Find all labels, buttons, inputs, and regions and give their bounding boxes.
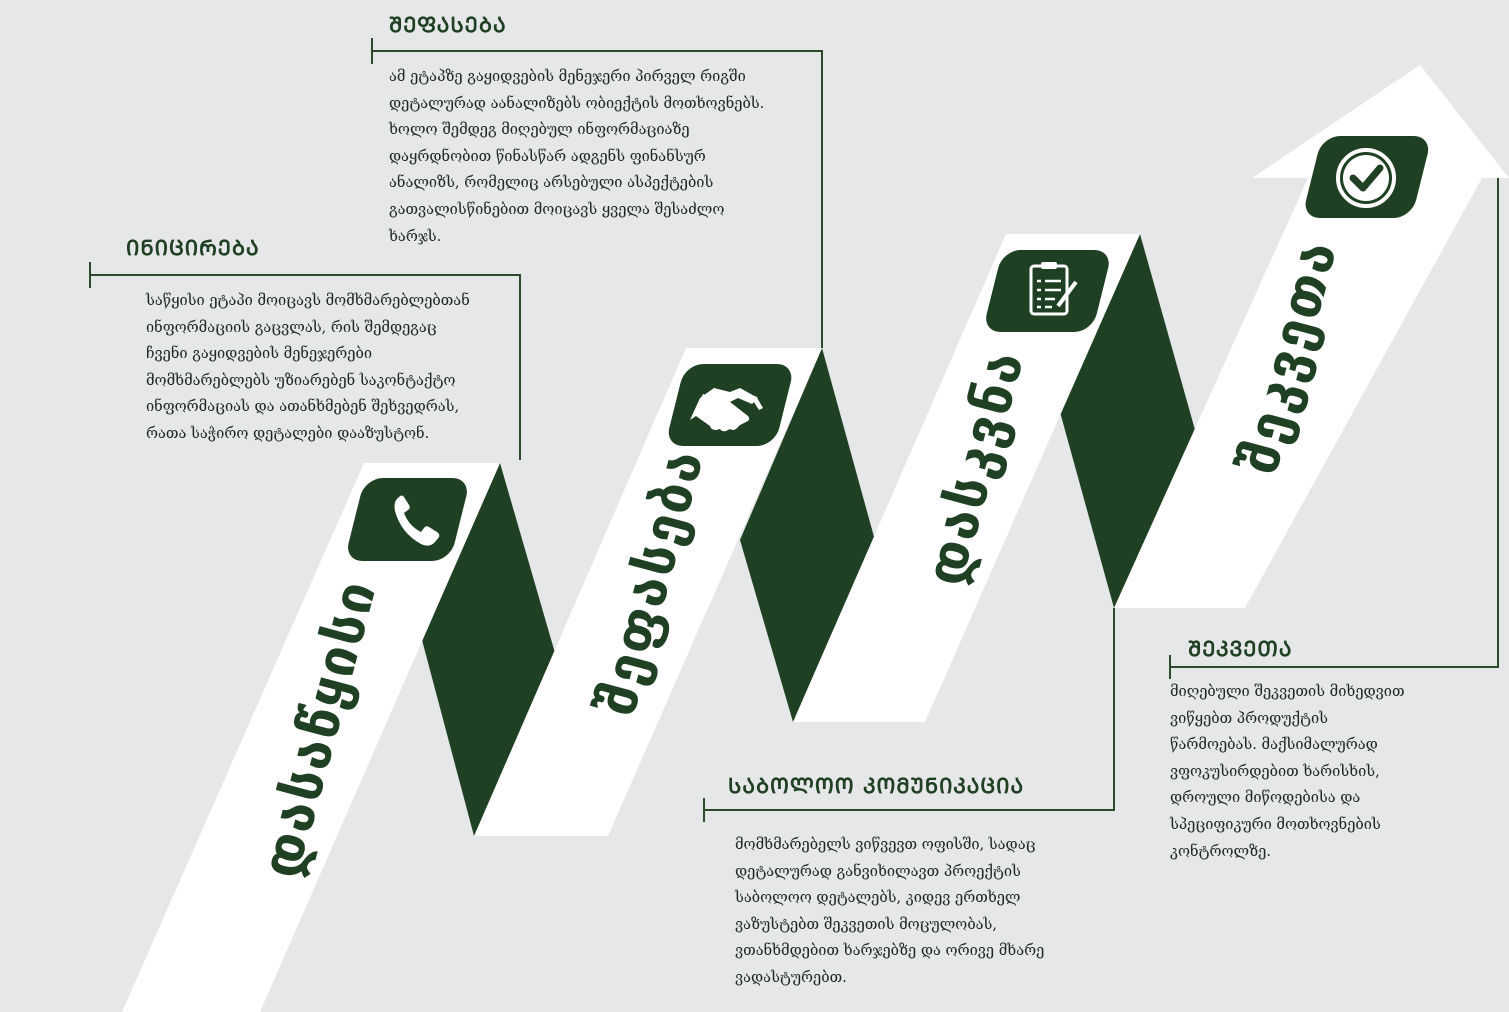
connector-order: [1169, 175, 1499, 679]
ribbon-segment-1: [122, 463, 500, 1012]
phone-icon: [348, 478, 467, 561]
connector-assessment: [371, 38, 823, 348]
section-title: ᲘᲜᲘᲪᲘᲠᲔᲑᲐ: [126, 236, 260, 260]
section-body: საწყისი ეტაპი მოიცავს მომხმარებლებთან ინ…: [146, 292, 470, 442]
section-body: ამ ეტაპზე გაყიდვების მენეჯერი პირველ რიგ…: [389, 68, 765, 245]
handshake-icon: [668, 364, 792, 446]
ribbon-segment-3: [793, 234, 1140, 722]
checkmark-circle-icon: [1305, 136, 1429, 218]
section-title: ᲡᲐᲑᲝᲚᲝᲝ ᲙᲝᲛᲣᲜᲘᲙᲐᲪᲘᲐ: [728, 774, 1025, 798]
section-title: ᲨᲔᲙᲕᲔᲗᲐ: [1188, 637, 1293, 661]
ribbon-segment-2: [474, 348, 822, 836]
section-body: მიღებული შეკვეთის მიხედვით ვიწყებთ პროდუ…: [1170, 683, 1405, 860]
clipboard-icon: [986, 250, 1109, 332]
section-body: მომხმარებელს ვიწვევთ ოფისში, სადაც დეტალ…: [735, 836, 1045, 986]
connector-final-communication: [703, 608, 1115, 822]
connector-initiation: [89, 262, 521, 460]
connector-lines: [89, 38, 1499, 822]
icon-tiles: [348, 136, 1429, 561]
section-title: ᲨᲔᲤᲐᲡᲔᲑᲐ: [389, 13, 507, 37]
